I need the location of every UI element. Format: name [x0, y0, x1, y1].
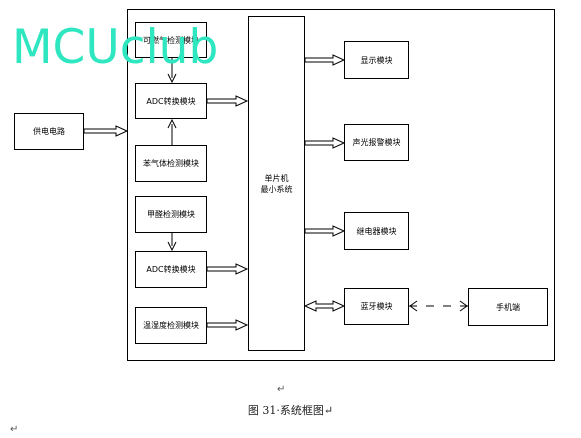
- bluetooth-block: 蓝牙模块: [344, 288, 409, 325]
- return-mark-top: ↵: [277, 384, 286, 395]
- mcu-label-line1: 单片机: [264, 173, 289, 183]
- wireless-link: [409, 300, 468, 312]
- power-supply-label: 供电电路: [33, 127, 65, 136]
- figure-caption: 图 31·系统框图↵: [247, 404, 334, 417]
- formaldehyde-label: 甲醛检测模块: [147, 210, 195, 219]
- arrow-mcu-to-relay: [304, 225, 346, 237]
- system-boundary: [127, 9, 555, 361]
- adc-top-label: ADC转换模块: [146, 96, 196, 106]
- display-block: 显示模块: [344, 41, 409, 79]
- temp-humidity-label: 温湿度检测模块: [143, 321, 199, 330]
- display-label: 显示模块: [360, 55, 393, 65]
- adc-top-block: ADC转换模块: [135, 83, 207, 119]
- relay-label: 继电器模块: [356, 226, 397, 236]
- bluetooth-label: 蓝牙模块: [360, 302, 393, 311]
- arrow-mcu-bluetooth-bidirectional: [303, 300, 346, 312]
- combustible-gas-label: 可燃气检测模块: [143, 35, 199, 45]
- arrow-mcu-to-display: [304, 54, 346, 66]
- temp-humidity-block: 温湿度检测模块: [135, 307, 207, 344]
- arrow-adc-bottom-to-mcu: [206, 263, 249, 275]
- arrow-adc-top-to-mcu: [206, 95, 249, 107]
- relay-block: 继电器模块: [344, 212, 409, 250]
- alarm-label: 声光报警模块: [352, 138, 401, 147]
- alarm-block: 声光报警模块: [344, 124, 409, 161]
- arrow-temp-to-mcu: [206, 319, 249, 331]
- power-supply-block: 供电电路: [14, 113, 84, 150]
- phone-block: 手机端: [468, 288, 548, 326]
- arrow-mcu-to-alarm: [304, 137, 346, 149]
- benzene-label: 苯气体检测模块: [143, 159, 199, 168]
- return-mark-bottom: ↵: [10, 424, 19, 435]
- combustible-gas-block: 可燃气检测模块: [135, 22, 207, 58]
- formaldehyde-block: 甲醛检测模块: [135, 196, 207, 233]
- arrow-power-to-system: [83, 125, 129, 137]
- benzene-block: 苯气体检测模块: [135, 145, 207, 182]
- watermark-logo: MCUclub: [12, 20, 219, 75]
- adc-bottom-label: ADC转换模块: [146, 265, 196, 274]
- phone-label: 手机端: [496, 302, 520, 312]
- mcu-label-line2: 最小系统: [260, 184, 293, 194]
- adc-bottom-block: ADC转换模块: [135, 251, 207, 288]
- mcu-min-system-block: 单片机 最小系统: [248, 16, 305, 351]
